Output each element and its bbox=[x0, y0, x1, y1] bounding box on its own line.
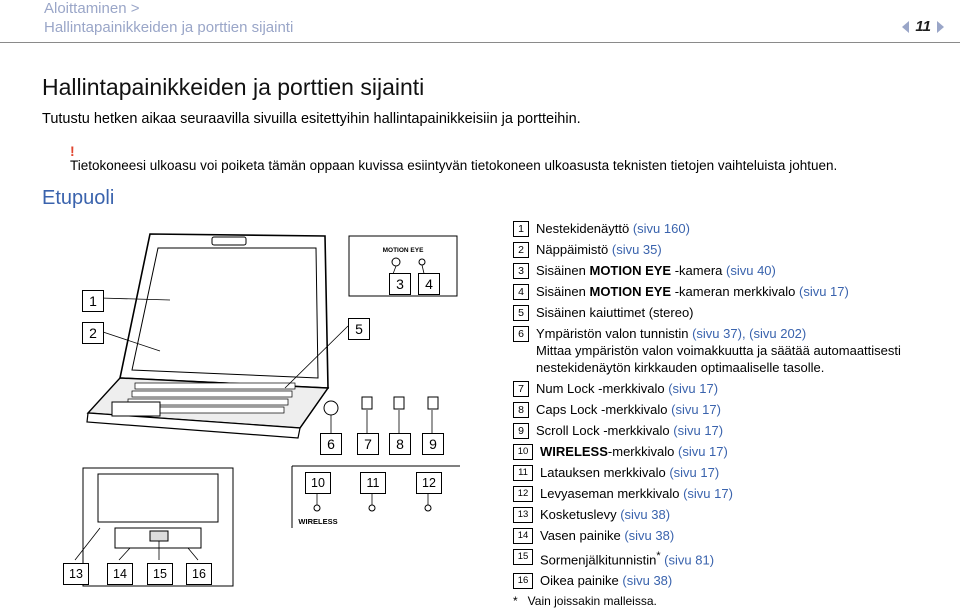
light-sensor-icon bbox=[323, 400, 339, 416]
component-list: 1 Nestekidenäyttö (sivu 160) 2 Näppäimis… bbox=[513, 220, 953, 593]
item-number: 3 bbox=[513, 263, 529, 279]
footnote-marker: * bbox=[656, 550, 661, 562]
callout-1: 1 bbox=[82, 290, 104, 312]
callout-3: 3 bbox=[389, 273, 411, 295]
item-number: 9 bbox=[513, 423, 529, 439]
list-item: 2 Näppäimistö (sivu 35) bbox=[513, 241, 953, 258]
item-number: 16 bbox=[513, 573, 533, 590]
item-number: 7 bbox=[513, 381, 529, 397]
item-number: 6 bbox=[513, 326, 529, 342]
num-lock-icon bbox=[361, 396, 373, 410]
laptop-illustration: MOTION EYE WIRELESS bbox=[74, 233, 460, 587]
item-number: 12 bbox=[513, 486, 533, 502]
camera-lens-icon bbox=[391, 257, 401, 267]
list-item: 8 Caps Lock -merkkivalo (sivu 17) bbox=[513, 401, 953, 418]
list-item: 16 Oikea painike (sivu 38) bbox=[513, 572, 953, 590]
callout-8: 8 bbox=[389, 433, 411, 455]
touchpad-small bbox=[111, 401, 161, 417]
item-number: 4 bbox=[513, 284, 529, 300]
list-item: 13 Kosketuslevy (sivu 38) bbox=[513, 506, 953, 523]
item-number: 11 bbox=[513, 465, 533, 481]
callout-11: 11 bbox=[360, 472, 386, 494]
callout-6: 6 bbox=[320, 433, 342, 455]
intro-text: Tutustu hetken aikaa seuraavilla sivuill… bbox=[42, 111, 581, 127]
callout-10: 10 bbox=[305, 472, 331, 494]
page-link[interactable]: (sivu 17) bbox=[683, 486, 733, 501]
caps-lock-icon bbox=[393, 396, 405, 410]
page-link[interactable]: (sivu 160) bbox=[632, 221, 690, 236]
callout-9: 9 bbox=[422, 433, 444, 455]
wireless-label: WIRELESS bbox=[298, 517, 337, 526]
drive-led-icon bbox=[424, 504, 432, 512]
callout-12: 12 bbox=[416, 472, 442, 494]
page-title: Hallintapainikkeiden ja porttien sijaint… bbox=[42, 74, 425, 100]
page-link[interactable]: (sivu 38) bbox=[622, 573, 673, 589]
list-item: 12 Levyaseman merkkivalo (sivu 17) bbox=[513, 485, 953, 502]
list-item: 4 Sisäinen MOTION EYE -kameran merkkival… bbox=[513, 283, 953, 300]
page-link[interactable]: (sivu 17) bbox=[673, 423, 724, 438]
callout-7: 7 bbox=[357, 433, 379, 455]
list-item: 6 Ympäristön valon tunnistin (sivu 37), … bbox=[513, 325, 953, 376]
wireless-led-icon bbox=[313, 504, 321, 512]
breadcrumb-current: Hallintapainikkeiden ja porttien sijaint… bbox=[44, 19, 294, 36]
scroll-lock-icon bbox=[427, 396, 439, 410]
fingerprint-sensor-icon bbox=[149, 530, 169, 542]
list-item: 9 Scroll Lock -merkkivalo (sivu 17) bbox=[513, 422, 953, 439]
page-link[interactable]: (sivu 17) bbox=[671, 402, 721, 417]
item-number: 8 bbox=[513, 402, 529, 418]
lcd-screen bbox=[131, 247, 319, 379]
page-link[interactable]: (sivu 17) bbox=[798, 284, 849, 299]
page-link[interactable]: (sivu 37), (sivu 202) bbox=[692, 326, 807, 341]
list-item: 3 Sisäinen MOTION EYE -kamera (sivu 40) bbox=[513, 262, 953, 279]
item-description: Mittaa ympäristön valon voimakkuutta ja … bbox=[536, 343, 901, 375]
item-number: 14 bbox=[513, 528, 533, 544]
page-link[interactable]: (sivu 17) bbox=[668, 381, 719, 396]
callout-16: 16 bbox=[186, 563, 212, 585]
previous-page-icon[interactable] bbox=[902, 20, 910, 33]
camera-housing bbox=[211, 236, 247, 246]
page-link[interactable]: (sivu 40) bbox=[726, 263, 776, 278]
base-front-edge bbox=[86, 412, 301, 439]
item-number: 13 bbox=[513, 507, 533, 523]
lock-indicators bbox=[361, 396, 439, 410]
list-item: 11 Latauksen merkkivalo (sivu 17) bbox=[513, 464, 953, 481]
page-link[interactable]: (sivu 38) bbox=[624, 528, 675, 543]
callout-2: 2 bbox=[82, 322, 104, 344]
motion-eye-label: MOTION EYE bbox=[383, 247, 424, 254]
page-link[interactable]: (sivu 17) bbox=[669, 465, 720, 480]
warning-text: Tietokoneesi ulkoasu voi poiketa tämän o… bbox=[70, 158, 838, 173]
callout-14: 14 bbox=[107, 563, 133, 585]
list-item: 14 Vasen painike (sivu 38) bbox=[513, 527, 953, 544]
camera-led-icon bbox=[418, 258, 426, 266]
page-link[interactable]: (sivu 17) bbox=[677, 444, 728, 459]
list-item: 5 Sisäinen kaiuttimet (stereo) bbox=[513, 304, 953, 321]
item-number: 10 bbox=[513, 444, 533, 460]
next-page-icon[interactable] bbox=[937, 20, 944, 33]
callout-15: 15 bbox=[147, 563, 173, 585]
charge-led-icon bbox=[368, 504, 376, 512]
callout-13: 13 bbox=[63, 563, 89, 585]
page-number: 11 bbox=[915, 18, 931, 35]
item-number: 15 bbox=[513, 549, 533, 565]
callout-5: 5 bbox=[348, 318, 370, 340]
item-number: 5 bbox=[513, 305, 529, 321]
keyboard-keys bbox=[123, 382, 296, 414]
touchpad-area bbox=[97, 473, 219, 523]
page-link[interactable]: (sivu 81) bbox=[660, 552, 715, 568]
list-item: 1 Nestekidenäyttö (sivu 160) bbox=[513, 220, 953, 237]
page-link[interactable]: (sivu 38) bbox=[620, 507, 671, 522]
list-item: 15 Sormenjälkitunnistin* (sivu 81) bbox=[513, 548, 953, 568]
item-number: 1 bbox=[513, 221, 529, 237]
list-item: 7 Num Lock -merkkivalo (sivu 17) bbox=[513, 380, 953, 397]
warning-icon: ! bbox=[70, 143, 75, 159]
item-number: 2 bbox=[513, 242, 529, 258]
page-navigation: 11 bbox=[902, 18, 944, 35]
breadcrumb-parent[interactable]: Aloittaminen > bbox=[44, 0, 140, 17]
list-item: 10 WIRELESS-merkkivalo (sivu 17) bbox=[513, 443, 953, 460]
footnote: *Vain joissakin malleissa. bbox=[513, 594, 657, 608]
callout-4: 4 bbox=[418, 273, 440, 295]
page-link[interactable]: (sivu 35) bbox=[611, 242, 662, 257]
section-heading: Etupuoli bbox=[42, 187, 115, 209]
header-divider bbox=[0, 42, 960, 43]
